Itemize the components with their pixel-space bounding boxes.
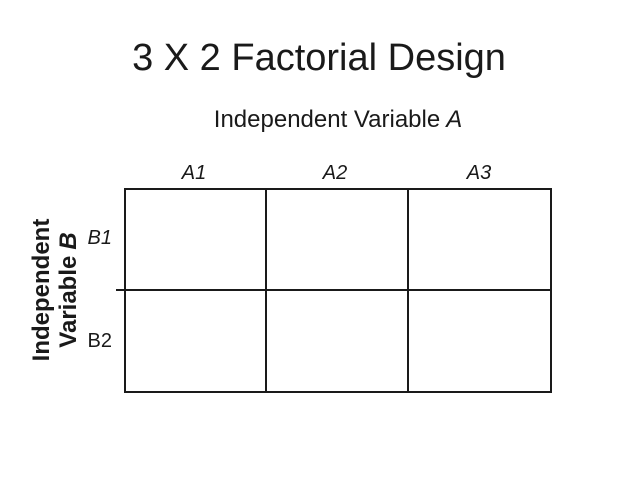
axis-b-label-line2: Variable B (55, 175, 82, 405)
column-header-a2: A2 (322, 162, 348, 184)
column-header-a3: A3 (466, 162, 492, 184)
grid-cell-a3-b1 (408, 190, 550, 291)
grid-cell-a1-b1 (126, 190, 268, 291)
grid-cell-a1-b2 (126, 290, 268, 391)
row-divider-overshoot (116, 289, 128, 291)
row-header-b2: B2 (87, 330, 112, 352)
grid-cell-a3-b2 (408, 290, 550, 391)
axis-a-label-text: Independent Variable (213, 106, 441, 133)
axis-b-variable: B (55, 232, 82, 250)
axis-b-label: Independent Variable B (28, 175, 82, 405)
grid-cell-a2-b2 (267, 290, 409, 391)
slide-title: 3 X 2 Factorial Design (132, 37, 506, 79)
row-header-b1: B1 (87, 227, 112, 249)
axis-b-label-line1: Independent (28, 218, 55, 362)
axis-a-variable: A (446, 106, 463, 133)
factorial-design-grid (124, 188, 552, 393)
grid-cell-a2-b1 (267, 190, 409, 291)
column-header-a1: A1 (181, 162, 207, 184)
axis-b-label-line2-text: Variable (55, 255, 82, 348)
